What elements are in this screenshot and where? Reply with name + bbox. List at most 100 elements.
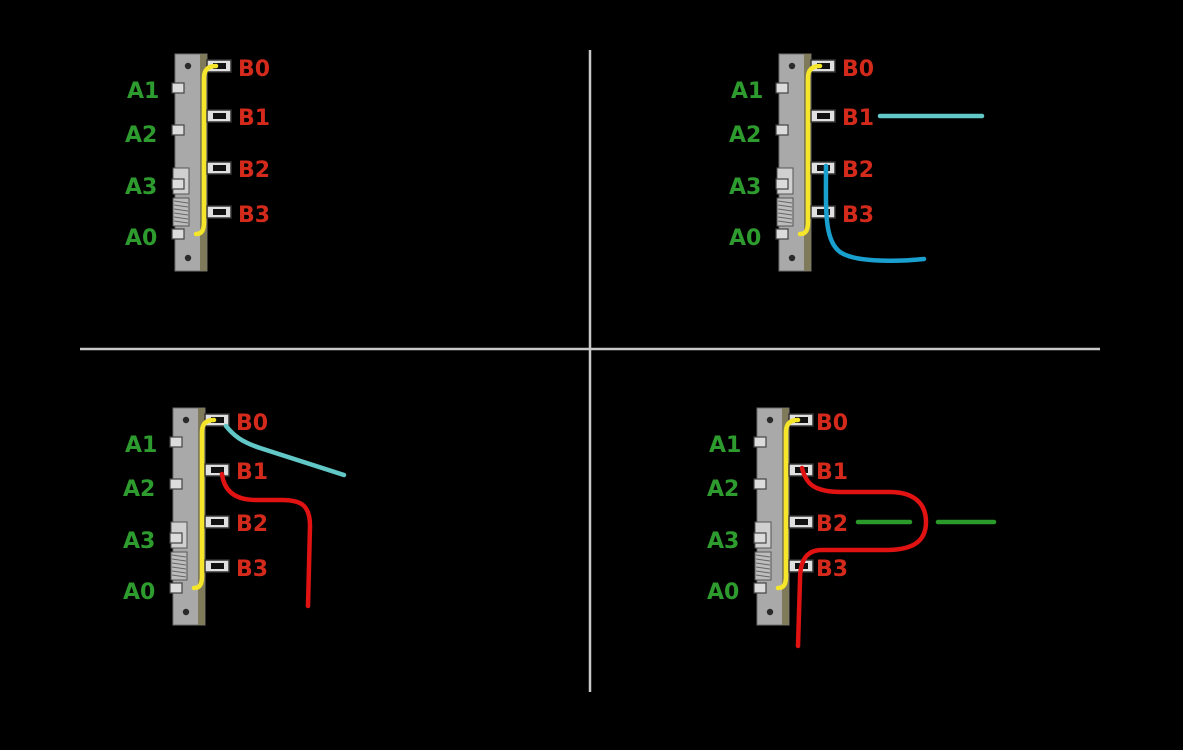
label-b0: B0: [816, 411, 848, 436]
label-a0: A0: [123, 580, 155, 605]
b-terminal-hole: [817, 165, 830, 171]
label-b0: B0: [842, 57, 874, 82]
label-b3: B3: [236, 557, 268, 582]
label-b2: B2: [238, 158, 270, 183]
gear-tooth: [755, 570, 771, 574]
blue-wire: [823, 163, 927, 263]
gear-tooth: [755, 558, 771, 562]
gear-tooth: [173, 208, 189, 212]
gear-tooth: [171, 562, 187, 566]
a-terminal-tab: [171, 82, 185, 94]
b-terminal-hole: [795, 519, 808, 525]
gear-tooth: [171, 566, 187, 570]
gear-tooth: [173, 204, 189, 208]
label-b0: B0: [236, 411, 268, 436]
label-b3: B3: [842, 203, 874, 228]
b-terminal-hole: [213, 209, 226, 215]
a-terminal-tab: [753, 532, 767, 544]
mounting-hole: [184, 62, 192, 70]
a-terminal-tab: [775, 82, 789, 94]
label-a2: A2: [707, 477, 739, 502]
a-terminal-tab: [169, 532, 183, 544]
mounting-hole: [766, 416, 774, 424]
b-terminal-hole: [795, 417, 808, 423]
label-b1: B1: [842, 106, 874, 131]
gear-tooth: [777, 212, 793, 216]
gear-tooth: [173, 220, 189, 224]
relay-module: [775, 53, 836, 272]
label-b3: B3: [238, 203, 270, 228]
mounting-hole: [182, 416, 190, 424]
relay-module: [753, 407, 814, 626]
a-terminal-tab: [169, 436, 183, 448]
yellow-common-wire: [775, 417, 801, 591]
b-terminal-hole: [817, 113, 830, 119]
gear-tooth: [777, 200, 793, 204]
a-terminal-tab: [169, 478, 183, 490]
label-a3: A3: [123, 529, 155, 554]
mounting-hole: [788, 254, 796, 262]
panel-top-right: A1 A2 A3 A0 B0 B1 B2 B3: [729, 53, 985, 272]
gear-tooth: [777, 220, 793, 224]
label-b1: B1: [816, 460, 848, 485]
cyan-wire: [223, 423, 347, 478]
relay-module: [169, 407, 230, 626]
red-wire: [219, 471, 313, 609]
gear-tooth: [777, 204, 793, 208]
b-terminal-hole: [817, 63, 830, 69]
b-terminal-hole: [817, 209, 830, 215]
label-a1: A1: [709, 433, 741, 458]
b-terminal-hole: [213, 63, 226, 69]
b-terminal-hole: [213, 165, 226, 171]
gear-tooth: [755, 574, 771, 578]
a-terminal-tab: [753, 582, 767, 594]
gear-tooth: [755, 554, 771, 558]
label-b2: B2: [842, 158, 874, 183]
a-terminal-tab: [171, 228, 185, 240]
a-terminal-tab: [775, 124, 789, 136]
a-terminal-tab: [171, 124, 185, 136]
red-wire: [795, 465, 929, 649]
label-b2: B2: [816, 512, 848, 537]
label-a0: A0: [729, 226, 761, 251]
b-terminal-hole: [211, 417, 224, 423]
yellow-common-wire: [797, 63, 823, 237]
label-b0: B0: [238, 57, 270, 82]
label-a1: A1: [127, 79, 159, 104]
panel-bottom-left: A1 A2 A3 A0 B0 B1 B2 B3: [123, 407, 347, 626]
label-a2: A2: [729, 123, 761, 148]
mounting-hole: [182, 608, 190, 616]
gear-tooth: [777, 216, 793, 220]
mounting-hole: [184, 254, 192, 262]
label-a1: A1: [125, 433, 157, 458]
label-a1: A1: [731, 79, 763, 104]
yellow-common-wire: [191, 417, 217, 591]
a-terminal-tab: [753, 436, 767, 448]
b-terminal-hole: [211, 563, 224, 569]
gear-tooth: [755, 566, 771, 570]
gear-tooth: [171, 570, 187, 574]
b-terminal-hole: [211, 519, 224, 525]
label-b1: B1: [236, 460, 268, 485]
mounting-hole: [788, 62, 796, 70]
gear-tooth: [171, 558, 187, 562]
label-a3: A3: [707, 529, 739, 554]
label-a2: A2: [123, 477, 155, 502]
a-terminal-tab: [169, 582, 183, 594]
yellow-common-wire: [193, 63, 219, 237]
label-b3: B3: [816, 557, 848, 582]
gear-tooth: [173, 200, 189, 204]
b-terminal-hole: [211, 467, 224, 473]
label-a3: A3: [729, 175, 761, 200]
label-b2: B2: [236, 512, 268, 537]
gear-tooth: [171, 554, 187, 558]
a-terminal-tab: [753, 478, 767, 490]
relay-module: [171, 53, 232, 272]
a-terminal-tab: [171, 178, 185, 190]
mounting-hole: [766, 608, 774, 616]
label-a3: A3: [125, 175, 157, 200]
label-a0: A0: [125, 226, 157, 251]
gear-tooth: [173, 212, 189, 216]
b-terminal-hole: [213, 113, 226, 119]
